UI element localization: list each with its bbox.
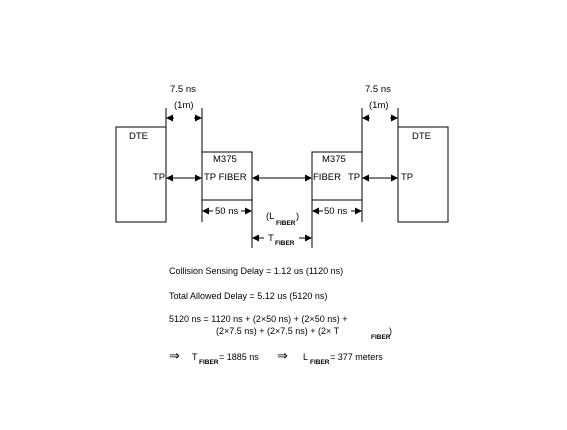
delay-left-distance: (1m) <box>174 100 194 111</box>
implies-arrow-2: ⇒ <box>277 348 288 363</box>
equations: Collision Sensing Delay = 1.12 us (1120 … <box>169 266 392 366</box>
result-l-symbol: L <box>303 352 308 362</box>
m375-left-box: M375 TP FIBER <box>201 151 253 201</box>
equation-sum-line1: 5120 ns = 1120 ns + (2×50 ns) + (2×50 ns… <box>169 314 347 324</box>
m375-right-tp-port: TP <box>348 172 360 183</box>
m375-right-fiber-port: FIBER <box>313 172 341 183</box>
l-fiber-suffix: ) <box>296 211 299 222</box>
m375-left-ports: TP FIBER <box>204 172 247 183</box>
l-fiber-label: (L FIBER ) <box>266 211 299 227</box>
result-t-value: = 1885 ns <box>219 352 259 362</box>
m375-left-delay-label: 50 ns <box>215 206 238 217</box>
equation-sum-line2-close: ) <box>389 326 392 336</box>
m375-right-title: M375 <box>322 154 346 165</box>
dte-right-port-label: TP <box>401 172 413 183</box>
dte-left-box: DTE TP <box>115 126 167 223</box>
l-fiber-subscript: FIBER <box>276 220 296 227</box>
m375-right-delay: 50 ns <box>312 206 362 217</box>
dte-right-label: DTE <box>412 131 431 142</box>
l-fiber-prefix: (L <box>266 211 274 222</box>
result-t-subscript: FIBER <box>199 359 219 366</box>
dte-left-port-label: TP <box>153 172 165 183</box>
equation-sum-line2-subscript: FIBER <box>371 334 391 341</box>
m375-right-delay-label: 50 ns <box>324 206 347 217</box>
t-fiber-span: T FIBER <box>252 233 312 247</box>
delay-left-ns: 7.5 ns <box>170 84 196 95</box>
delay-right-ns: 7.5 ns <box>365 84 391 95</box>
dte-right-box: DTE TP <box>397 126 449 223</box>
delay-left: 7.5 ns (1m) <box>166 84 202 122</box>
equation-collision: Collision Sensing Delay = 1.12 us (1120 … <box>169 266 343 276</box>
delay-right: 7.5 ns (1m) <box>362 84 398 122</box>
result-l-subscript: FIBER <box>310 359 330 366</box>
m375-left-title: M375 <box>213 154 237 165</box>
equation-total: Total Allowed Delay = 5.12 us (5120 ns) <box>169 291 327 301</box>
m375-left-delay: 50 ns <box>202 206 252 217</box>
dte-left-label: DTE <box>129 131 148 142</box>
result-t-symbol: T <box>192 352 198 362</box>
delay-right-distance: (1m) <box>369 100 389 111</box>
m375-right-box: M375 FIBER TP <box>311 151 363 201</box>
t-fiber-subscript: FIBER <box>275 240 295 247</box>
equation-sum-line2: (2×7.5 ns) + (2×7.5 ns) + (2× T <box>216 326 340 336</box>
implies-arrow-1: ⇒ <box>169 348 180 363</box>
t-fiber-prefix: T <box>268 233 274 244</box>
result-l-value: = 377 meters <box>330 352 383 362</box>
